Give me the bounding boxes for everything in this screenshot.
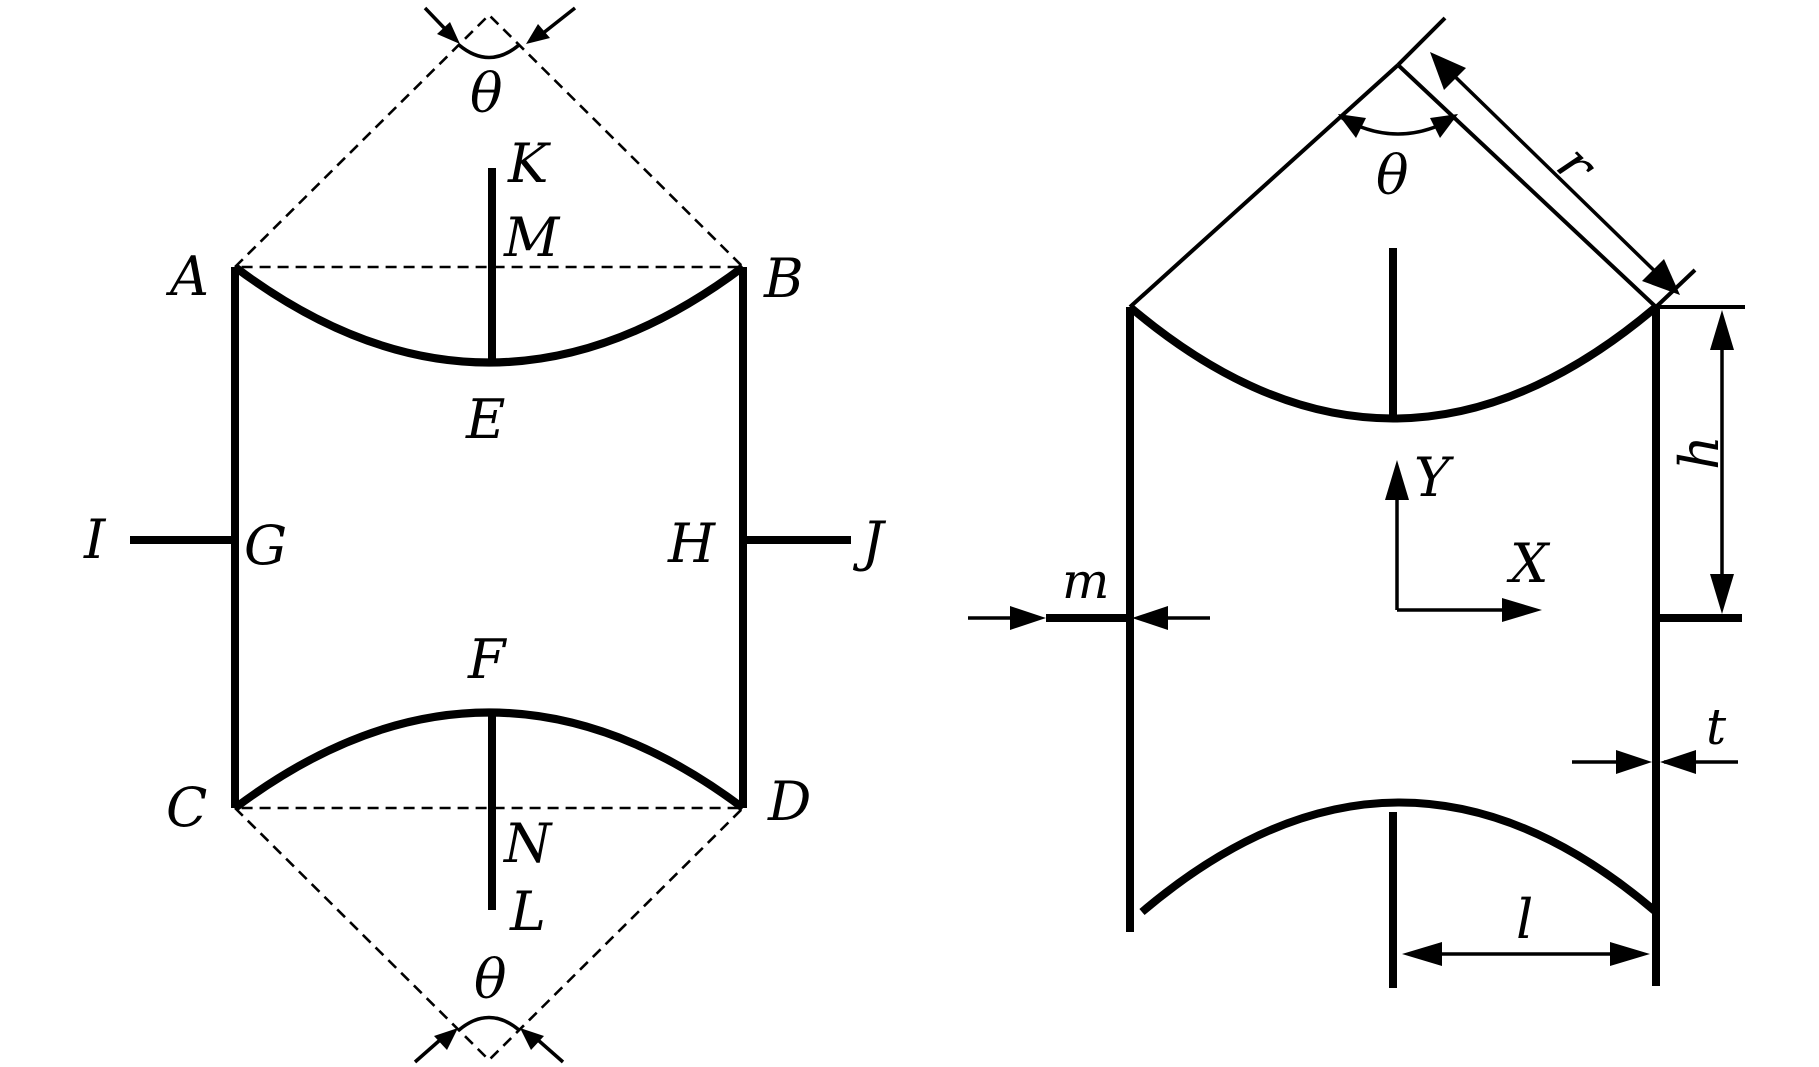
arrow-head-bottom-left — [434, 1028, 458, 1050]
label-i: I — [83, 508, 107, 571]
label-theta-top: θ — [470, 62, 503, 125]
dim-r-line — [1438, 60, 1670, 286]
label-theta-bottom: θ — [474, 948, 507, 1011]
dim-l-arrow-left — [1402, 942, 1442, 966]
label-a: A — [165, 245, 209, 308]
label-g: G — [244, 514, 287, 577]
dim-l-arrow-right — [1610, 942, 1650, 966]
dim-r-arrow-bottom — [1642, 259, 1680, 295]
radius-line-left — [1128, 63, 1400, 309]
label-n: N — [502, 812, 553, 875]
arrow-head-top-left — [437, 22, 460, 44]
label-k: K — [507, 132, 551, 195]
left-unit-cell: θ θ K M A B E I G H J F C D N L — [83, 6, 887, 1064]
label-x-axis: X — [1506, 532, 1551, 595]
label-t: t — [1706, 698, 1727, 756]
angle-arrow-left — [1338, 114, 1366, 138]
dim-r-arrow-top — [1430, 52, 1466, 90]
axis-x-arrow — [1502, 598, 1542, 622]
label-l: L — [509, 880, 546, 943]
label-y-axis: Y — [1414, 446, 1454, 509]
arrow-head-bottom-right — [520, 1028, 544, 1050]
radius-extension-top — [1396, 16, 1447, 67]
angle-arc-top — [457, 43, 521, 60]
angle-arc-bottom — [457, 1015, 521, 1032]
label-h-dim: h — [1668, 435, 1731, 470]
label-theta-right: θ — [1376, 144, 1409, 207]
bottom-arc — [1139, 798, 1659, 916]
label-f: F — [467, 628, 508, 691]
label-r: r — [1545, 133, 1610, 198]
arrow-head-top-right — [526, 24, 550, 44]
angle-arrow-right — [1430, 114, 1458, 138]
axis-y-arrow — [1385, 460, 1409, 500]
label-m-dim: m — [1062, 552, 1109, 610]
right-unit-cell: h r θ m t l Y X — [968, 16, 1745, 988]
label-l-dim: l — [1516, 888, 1533, 951]
label-c: C — [166, 776, 207, 839]
label-b: B — [763, 247, 804, 310]
label-j: J — [852, 510, 887, 573]
radius-line-right — [1396, 63, 1658, 309]
dim-h-arrow-top — [1710, 310, 1734, 350]
label-m: M — [503, 206, 561, 269]
dim-h-arrow-bottom — [1710, 574, 1734, 614]
label-d: D — [767, 770, 811, 833]
label-e: E — [465, 388, 505, 451]
label-h: H — [667, 512, 716, 575]
